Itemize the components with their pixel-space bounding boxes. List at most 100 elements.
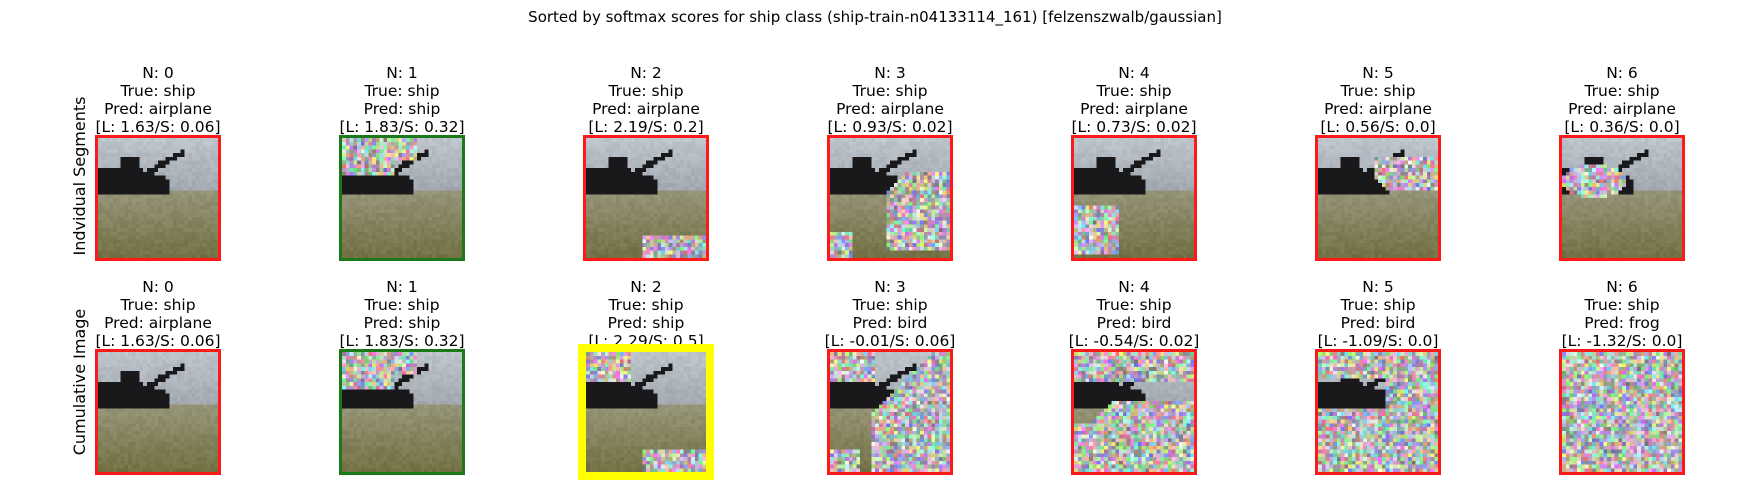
ship-photo xyxy=(830,352,950,472)
ship-photo xyxy=(830,138,950,258)
index-label: N: 2 xyxy=(630,64,662,82)
segment-image xyxy=(583,135,709,261)
pred-label: Pred: bird xyxy=(852,314,928,332)
index-label: N: 5 xyxy=(1362,278,1394,296)
score-label: [L: -0.01/S: 0.06] xyxy=(824,332,956,350)
index-label: N: 2 xyxy=(630,278,662,296)
score-label: [L: 1.63/S: 0.06] xyxy=(95,118,221,136)
ship-photo xyxy=(98,352,218,472)
segment-image xyxy=(1315,349,1441,475)
pred-label: Pred: airplane xyxy=(836,100,944,118)
pred-label: Pred: airplane xyxy=(1568,100,1676,118)
index-label: N: 6 xyxy=(1606,278,1638,296)
pred-label: Pred: bird xyxy=(1340,314,1416,332)
segment-image xyxy=(827,135,953,261)
score-label: [L: 0.73/S: 0.02] xyxy=(1071,118,1197,136)
segment-image xyxy=(827,349,953,475)
pred-label: Pred: ship xyxy=(363,314,441,332)
pred-label: Pred: ship xyxy=(607,314,685,332)
segment-image xyxy=(1559,349,1685,475)
pred-label: Pred: frog xyxy=(1584,314,1660,332)
segment-image xyxy=(95,349,221,475)
true-label: True: ship xyxy=(1584,296,1660,314)
score-label: [L: 1.63/S: 0.06] xyxy=(95,332,221,350)
ship-photo xyxy=(1562,138,1682,258)
true-label: True: ship xyxy=(1584,82,1660,100)
score-label: [L: 2.19/S: 0.2] xyxy=(588,118,704,136)
ship-photo xyxy=(1318,138,1438,258)
ship-photo xyxy=(342,138,462,258)
true-label: True: ship xyxy=(120,82,196,100)
pred-label: Pred: airplane xyxy=(104,100,212,118)
ship-photo xyxy=(586,138,706,258)
ship-photo xyxy=(1074,138,1194,258)
index-label: N: 3 xyxy=(874,64,906,82)
index-label: N: 0 xyxy=(142,64,174,82)
ship-photo xyxy=(98,138,218,258)
ship-photo xyxy=(1074,352,1194,472)
pred-label: Pred: airplane xyxy=(592,100,700,118)
score-label: [L: -1.09/S: 0.0] xyxy=(1317,332,1439,350)
true-label: True: ship xyxy=(852,82,928,100)
index-label: N: 0 xyxy=(142,278,174,296)
segment-image xyxy=(95,135,221,261)
index-label: N: 5 xyxy=(1362,64,1394,82)
score-label: [L: -1.32/S: 0.0] xyxy=(1561,332,1683,350)
true-label: True: ship xyxy=(1096,82,1172,100)
index-label: N: 3 xyxy=(874,278,906,296)
segment-image xyxy=(339,135,465,261)
score-label: [L: 1.83/S: 0.32] xyxy=(339,118,465,136)
true-label: True: ship xyxy=(1340,82,1416,100)
score-label: [L: 0.56/S: 0.0] xyxy=(1320,118,1436,136)
ship-photo xyxy=(1562,352,1682,472)
ship-photo xyxy=(586,352,706,472)
index-label: N: 6 xyxy=(1606,64,1638,82)
pred-label: Pred: ship xyxy=(363,100,441,118)
index-label: N: 1 xyxy=(386,278,418,296)
index-label: N: 4 xyxy=(1118,278,1150,296)
score-label: [L: -0.54/S: 0.02] xyxy=(1068,332,1200,350)
segment-image xyxy=(1071,349,1197,475)
segment-image xyxy=(1559,135,1685,261)
true-label: True: ship xyxy=(120,296,196,314)
true-label: True: ship xyxy=(364,82,440,100)
segment-image xyxy=(1315,135,1441,261)
score-label: [L: 1.83/S: 0.32] xyxy=(339,332,465,350)
score-label: [L: 0.36/S: 0.0] xyxy=(1564,118,1680,136)
pred-label: Pred: airplane xyxy=(104,314,212,332)
score-label: [L: 0.93/S: 0.02] xyxy=(827,118,953,136)
ship-photo xyxy=(342,352,462,472)
true-label: True: ship xyxy=(608,296,684,314)
pred-label: Pred: airplane xyxy=(1324,100,1432,118)
segment-image xyxy=(1071,135,1197,261)
index-label: N: 4 xyxy=(1118,64,1150,82)
figure-title: Sorted by softmax scores for ship class … xyxy=(528,8,1222,26)
index-label: N: 1 xyxy=(386,64,418,82)
pred-label: Pred: bird xyxy=(1096,314,1172,332)
